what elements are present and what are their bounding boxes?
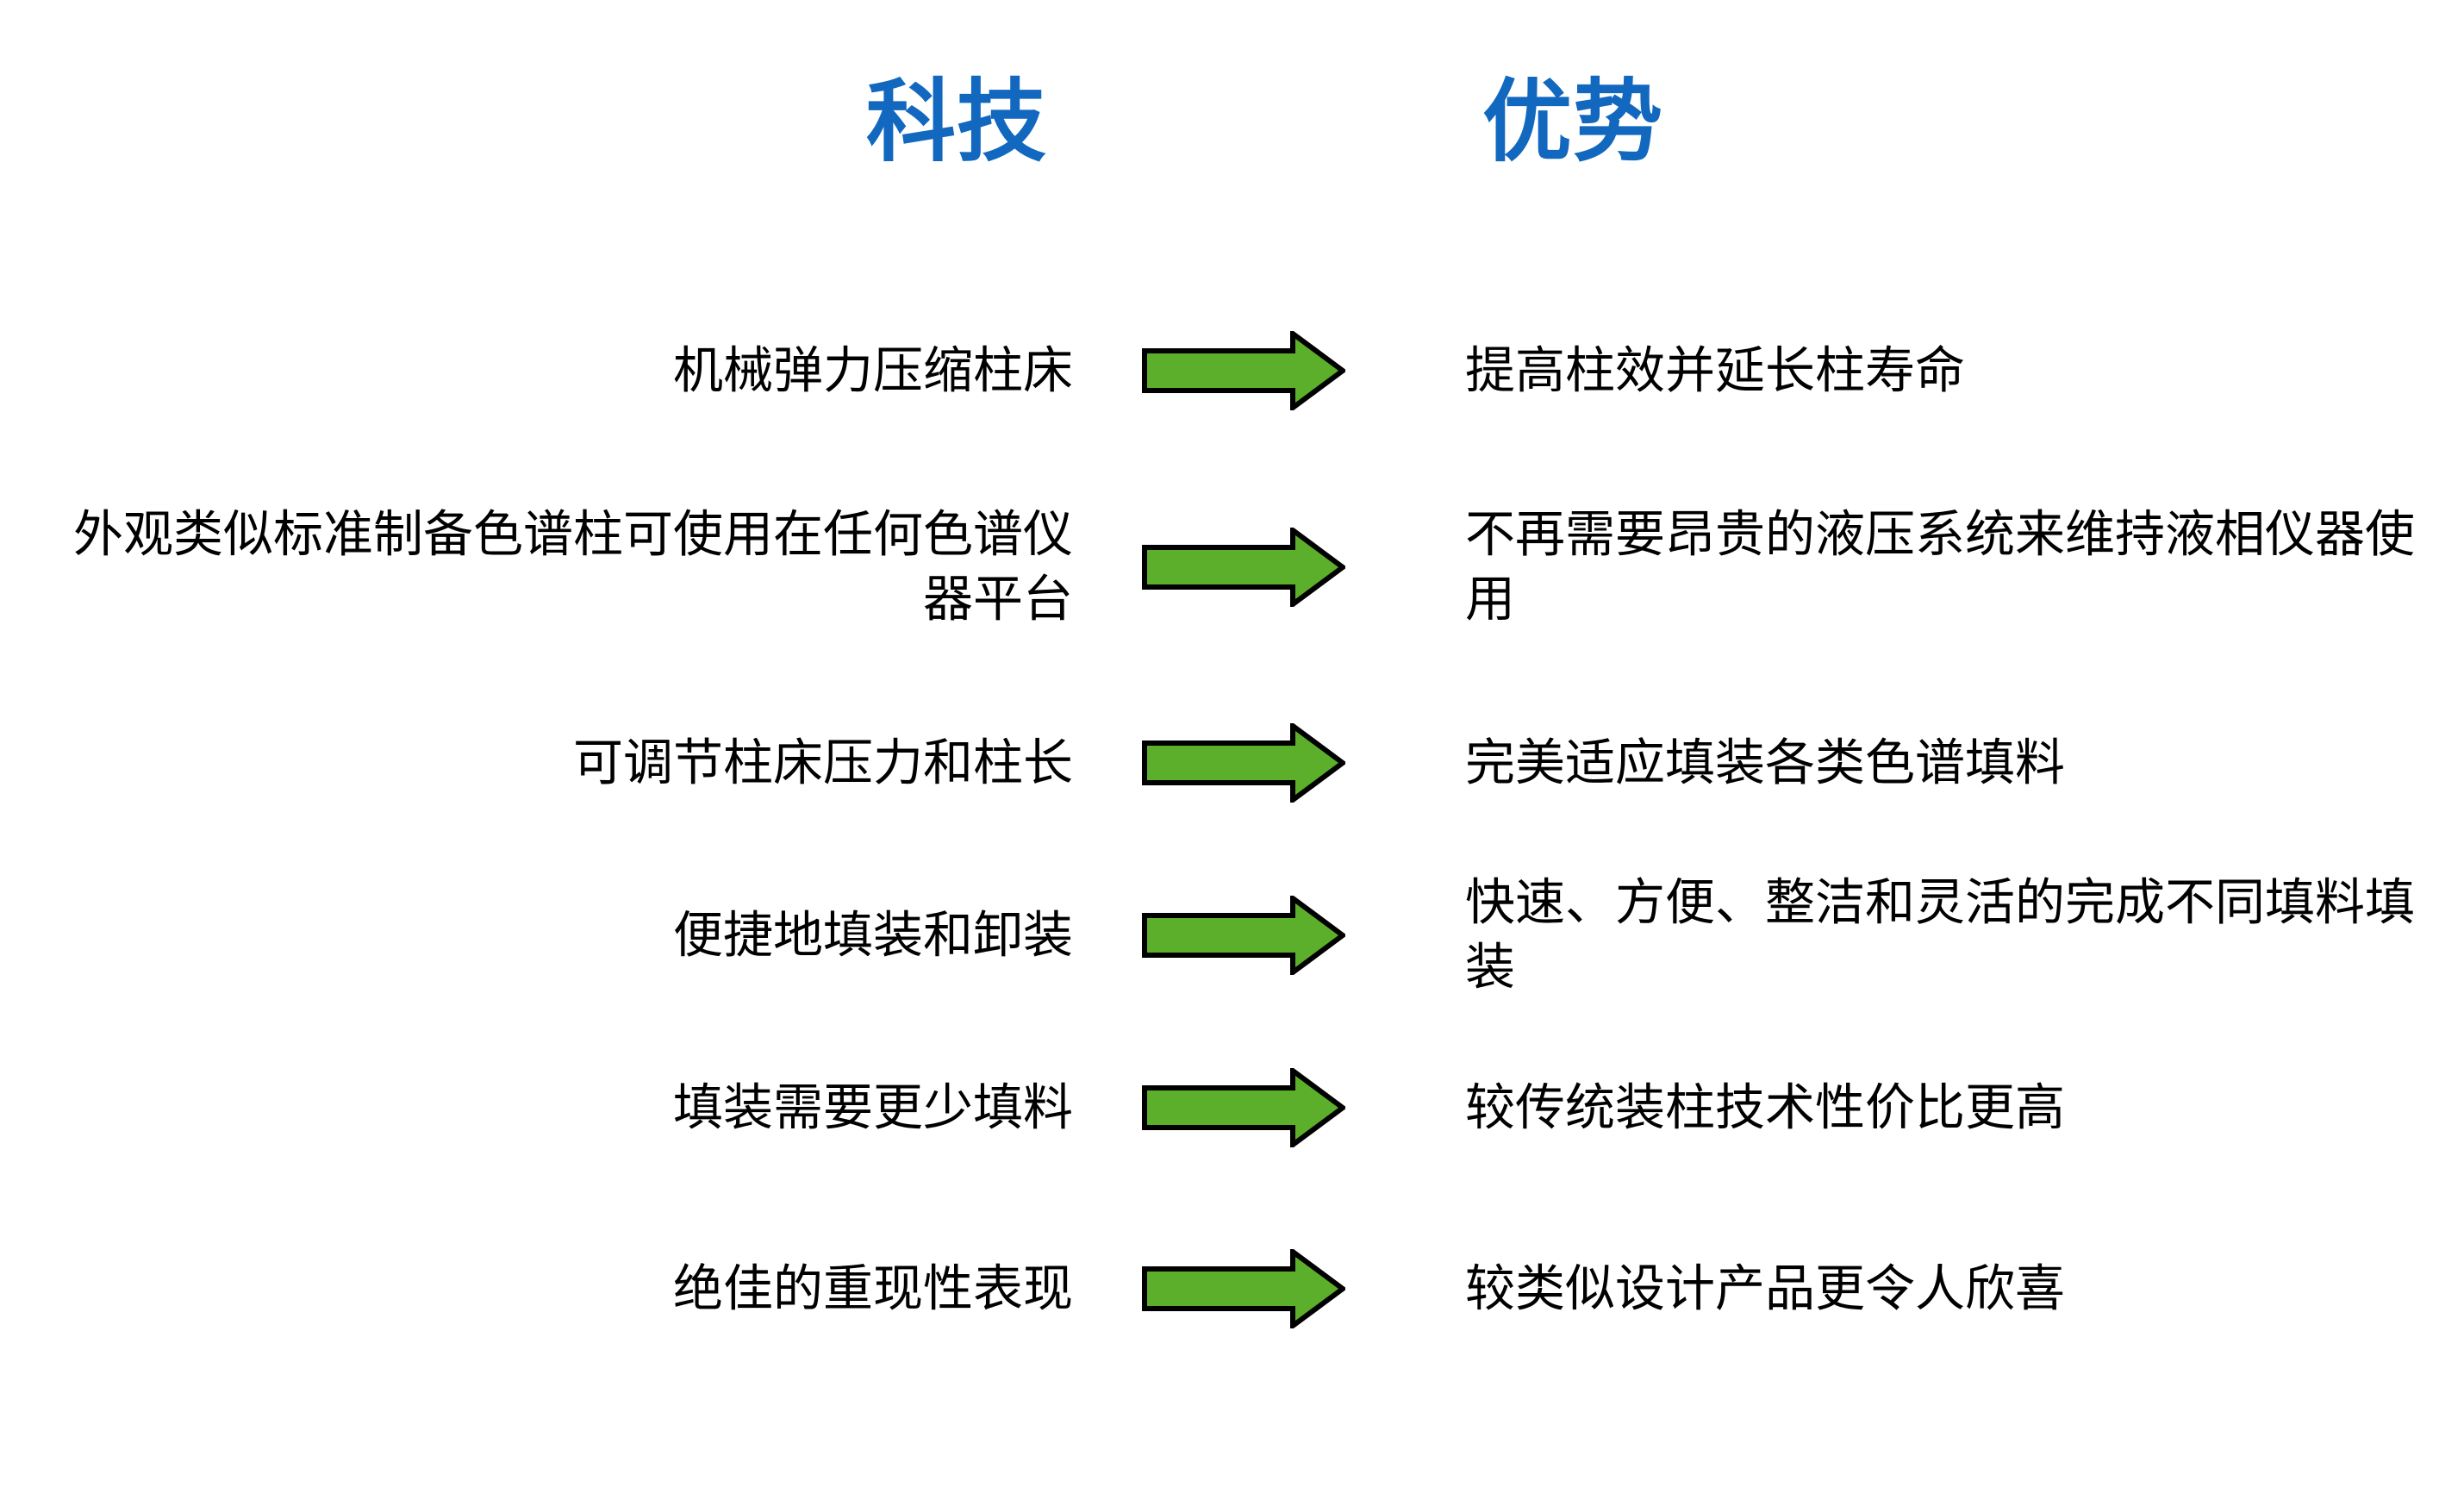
right-arrow-icon <box>1142 331 1345 410</box>
advantage-text: 提高柱效并延长柱寿命 <box>1465 342 1966 399</box>
advantage-text: 较传统装柱技术性价比更高 <box>1465 1079 2066 1136</box>
technology-text: 外观类似标准制备色谱柱可使用在任何色谱仪器平台 <box>72 506 1073 628</box>
column-header-technology: 科技 <box>865 72 1048 172</box>
technology-text: 绝佳的重现性表现 <box>672 1260 1073 1317</box>
technology-text: 可调节柱床压力和柱长 <box>572 734 1073 791</box>
advantage-text: 完美适应填装各类色谱填料 <box>1465 734 2066 791</box>
right-arrow-icon <box>1142 723 1345 803</box>
technology-text: 机械弹力压缩柱床 <box>672 342 1073 399</box>
right-arrow-icon <box>1142 1068 1345 1147</box>
right-arrow-icon <box>1142 896 1345 975</box>
column-headers: 科技 优势 <box>0 72 2464 197</box>
advantage-text: 快速、方便、整洁和灵活的完成不同填料填装 <box>1465 874 2416 996</box>
technology-text: 便捷地填装和卸装 <box>672 907 1073 964</box>
advantage-text: 不再需要昂贵的液压系统来维持液相仪器使用 <box>1465 506 2416 628</box>
right-arrow-icon <box>1142 1249 1345 1328</box>
advantage-text: 较类似设计产品更令人欣喜 <box>1465 1260 2066 1317</box>
right-arrow-icon <box>1142 528 1345 607</box>
technology-text: 填装需要更少填料 <box>672 1079 1073 1136</box>
column-header-advantage: 优势 <box>1482 72 1664 172</box>
